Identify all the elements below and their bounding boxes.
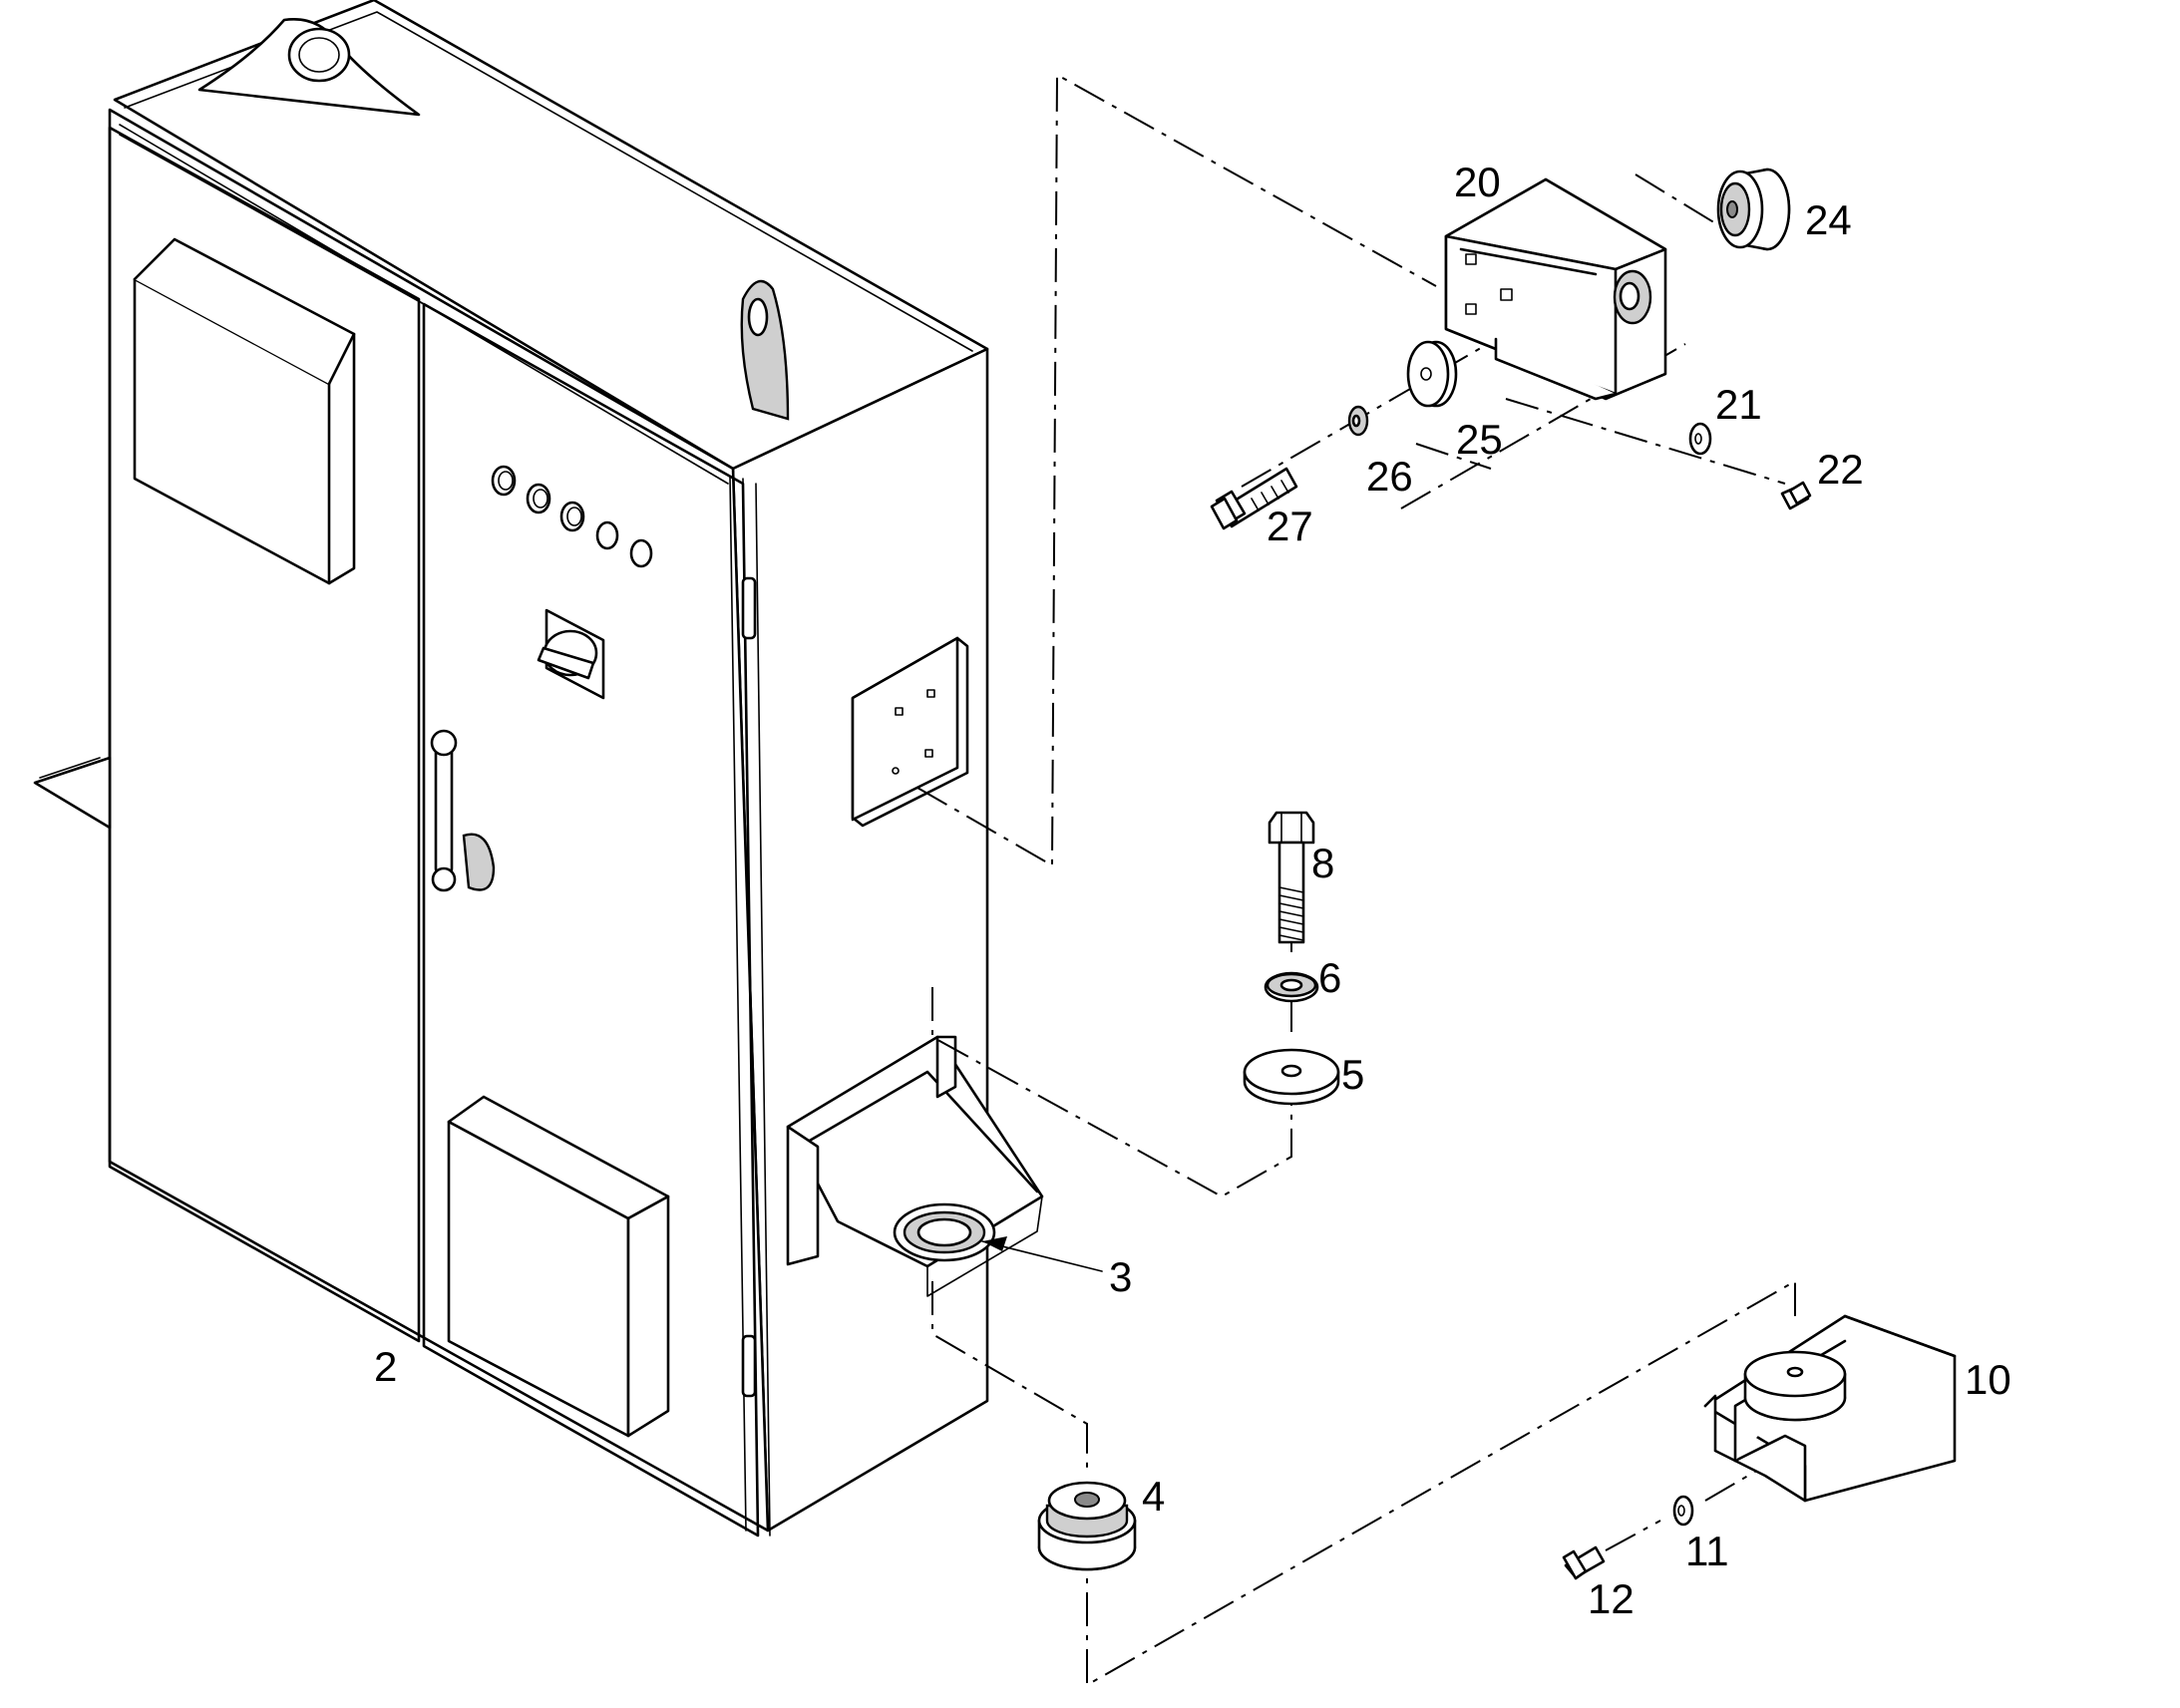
part-27-bolt <box>1210 467 1298 530</box>
callout-12: 12 <box>1588 1575 1635 1622</box>
indicator-lights <box>491 465 653 568</box>
part-10-bottom-bracket <box>1703 1314 1957 1503</box>
callout-11: 11 <box>1685 1528 1729 1574</box>
callout-8: 8 <box>1311 840 1334 886</box>
main-switch <box>537 608 605 700</box>
part-5-washer <box>1243 1048 1340 1106</box>
part-11-washer <box>1672 1495 1694 1527</box>
part-25-washer <box>1406 340 1458 408</box>
part-4-rubber-mount <box>1037 1481 1137 1571</box>
callout-3: 3 <box>1109 1253 1132 1300</box>
callout-10: 10 <box>1965 1356 2011 1403</box>
wall-bracket-left <box>33 756 112 830</box>
callout-4: 4 <box>1142 1473 1165 1520</box>
leader-3-arrow <box>982 1236 1007 1251</box>
part-6-lock-washer <box>1264 971 1319 1003</box>
callout-25: 25 <box>1456 416 1503 463</box>
lower-side-bracket <box>786 1035 1044 1297</box>
part-22-screw <box>1780 481 1812 511</box>
callout-22: 22 <box>1817 446 1864 493</box>
door-handle <box>430 729 496 892</box>
part-21-washer <box>1688 422 1712 456</box>
part-26-lock-washer <box>1347 405 1369 437</box>
part-24-rubber-mount <box>1716 168 1791 251</box>
part-20-upper-bracket <box>1444 177 1667 401</box>
callout-5: 5 <box>1341 1051 1364 1098</box>
part-8-bolt <box>1268 811 1315 944</box>
callout-2: 2 <box>374 1343 397 1390</box>
part-12-screw <box>1562 1545 1606 1580</box>
callout-27: 27 <box>1267 503 1313 549</box>
electrical-cabinet <box>33 0 1044 1537</box>
side-mounting-plate <box>851 636 969 828</box>
callout-21: 21 <box>1715 381 1762 428</box>
callout-6: 6 <box>1318 954 1341 1001</box>
callout-24: 24 <box>1805 196 1852 243</box>
callout-20: 20 <box>1454 159 1501 205</box>
callout-26: 26 <box>1366 453 1413 500</box>
